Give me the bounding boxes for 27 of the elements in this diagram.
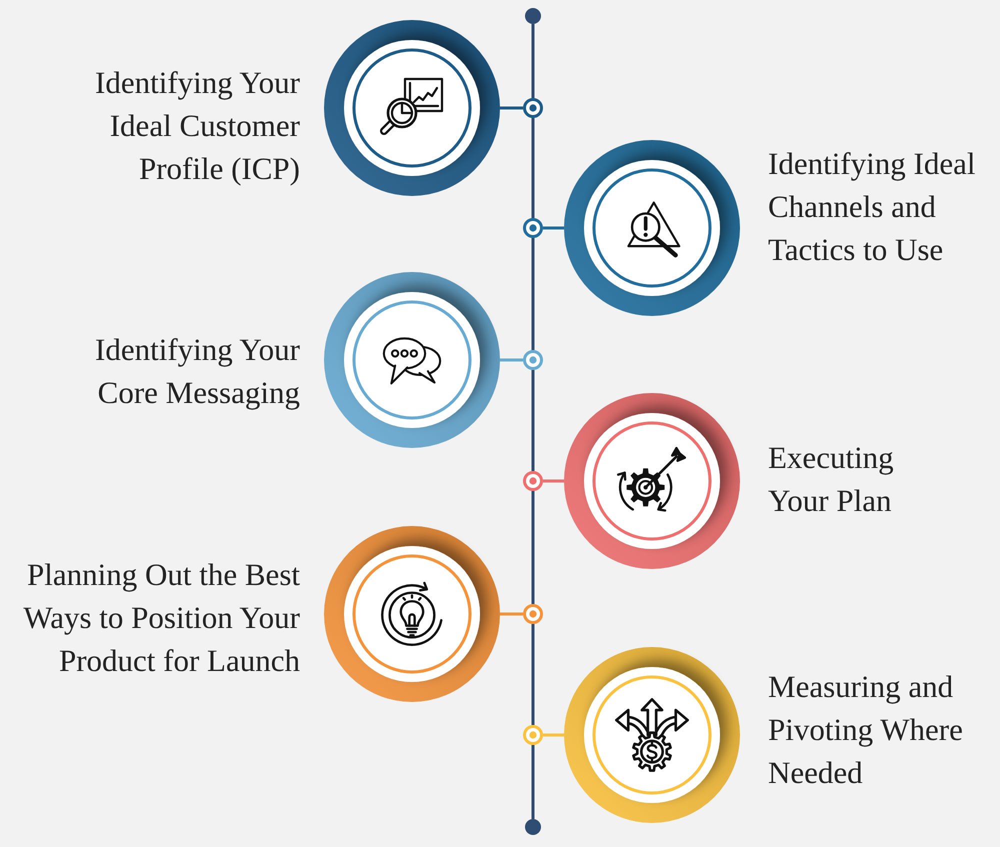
connector-line — [500, 106, 523, 110]
connector-line — [500, 358, 523, 362]
step-title: Identifying Ideal Channels and Tactics to Use — [768, 144, 976, 268]
timeline-line — [532, 370, 534, 471]
connector-line — [543, 734, 564, 736]
timeline-dot — [523, 725, 543, 745]
timeline-line — [532, 491, 534, 604]
timeline-dot — [523, 218, 543, 238]
connector-line — [543, 480, 564, 482]
step-title: Identifying Your Core Messaging — [94, 331, 300, 412]
timeline-dot — [523, 604, 543, 624]
timeline-line — [532, 624, 534, 725]
timeline-dot — [523, 98, 543, 118]
step-title: Identifying Your Ideal Customer Profile (ICP) — [94, 64, 300, 188]
timeline-end-dot — [525, 819, 541, 835]
timeline-dot — [523, 350, 543, 370]
timeline-end-dot — [525, 8, 541, 24]
timeline-line — [532, 238, 534, 350]
timeline-line — [532, 118, 534, 218]
connector-line — [500, 612, 523, 616]
connector-line — [543, 226, 564, 230]
step-title: Measuring and Pivoting Where Needed — [768, 668, 964, 792]
timeline-dot — [523, 471, 543, 491]
timeline-line — [532, 745, 534, 819]
step-title: Executing Your Plan — [768, 439, 895, 520]
timeline-line — [532, 24, 534, 98]
step-title: Planning Out the Best Ways to Position Your Product for Launch — [22, 556, 300, 680]
